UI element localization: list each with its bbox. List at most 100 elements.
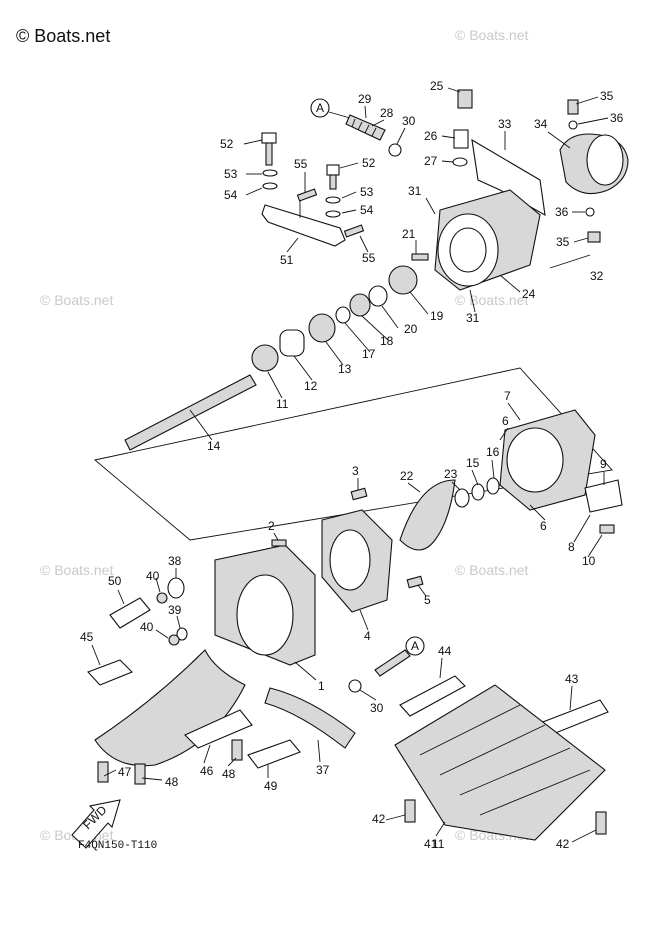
cover bbox=[584, 479, 623, 513]
liner-bore bbox=[329, 529, 371, 591]
clip bbox=[348, 679, 362, 693]
callout: 23 bbox=[444, 467, 458, 481]
callout: 46 bbox=[200, 764, 214, 778]
callout: 43 bbox=[565, 672, 579, 686]
callout: 6 bbox=[502, 414, 509, 428]
callout: 45 bbox=[80, 630, 94, 644]
driveshaft bbox=[124, 374, 257, 451]
clamp bbox=[452, 157, 468, 167]
callout: 5 bbox=[424, 593, 431, 607]
washer bbox=[262, 182, 278, 190]
washer bbox=[486, 477, 500, 495]
callout: 6 bbox=[540, 519, 547, 533]
nut bbox=[156, 592, 168, 604]
callout: 37 bbox=[316, 763, 330, 777]
screw bbox=[411, 253, 429, 261]
bearing bbox=[251, 344, 279, 372]
callout: 29 bbox=[358, 92, 372, 106]
washer bbox=[325, 210, 341, 218]
washer bbox=[176, 627, 188, 641]
washer bbox=[585, 207, 595, 217]
callout: 48 bbox=[165, 775, 179, 789]
callout: 54 bbox=[360, 203, 374, 217]
callout: 3 bbox=[352, 464, 359, 478]
callout: 26 bbox=[424, 129, 438, 143]
callout: 24 bbox=[522, 287, 536, 301]
bearing bbox=[349, 293, 371, 317]
watermark: © Boats.net bbox=[455, 562, 528, 578]
spacer bbox=[167, 577, 185, 599]
bolt bbox=[587, 231, 601, 243]
callout: 34 bbox=[534, 117, 548, 131]
callout: 35 bbox=[600, 89, 614, 103]
callout: 19 bbox=[430, 309, 444, 323]
ref-marker-a bbox=[310, 98, 330, 118]
bracket bbox=[87, 659, 133, 686]
seal bbox=[335, 306, 351, 324]
callout: 44 bbox=[438, 644, 452, 658]
bolt bbox=[595, 811, 607, 835]
callout: 50 bbox=[108, 574, 122, 588]
callout: 52 bbox=[220, 137, 234, 151]
plate bbox=[184, 709, 253, 749]
callout: 13 bbox=[338, 362, 352, 376]
callout: 39 bbox=[168, 603, 182, 617]
callout: 31 bbox=[466, 311, 480, 325]
washer bbox=[471, 483, 485, 501]
watermark: © Boats.net bbox=[455, 27, 528, 43]
callout: 41 bbox=[424, 837, 438, 851]
callout: 15 bbox=[466, 456, 480, 470]
callout: 1 bbox=[318, 679, 325, 693]
bolt bbox=[599, 524, 615, 534]
ref-marker-a-label: A bbox=[411, 639, 419, 653]
pin bbox=[271, 539, 287, 547]
bolt bbox=[261, 132, 277, 144]
bolt bbox=[134, 763, 146, 785]
duct-bore bbox=[236, 574, 294, 656]
bolt bbox=[326, 164, 340, 176]
callout: 14 bbox=[207, 439, 221, 453]
bolt bbox=[406, 575, 424, 589]
bolt bbox=[231, 739, 243, 761]
ref-marker-a bbox=[405, 636, 425, 656]
callout: 21 bbox=[402, 227, 416, 241]
callout: 42 bbox=[372, 812, 386, 826]
fwd-arrow-icon bbox=[71, 799, 121, 849]
callout: 38 bbox=[168, 554, 182, 568]
watermark: © Boats.net bbox=[455, 292, 528, 308]
watermark: © Boats.net bbox=[40, 562, 113, 578]
callout: 40 bbox=[146, 569, 160, 583]
plate bbox=[247, 739, 301, 769]
callout: 36 bbox=[555, 205, 569, 219]
callout: 11 bbox=[432, 837, 445, 851]
callout: 48 bbox=[222, 767, 236, 781]
intake-grate bbox=[394, 684, 606, 841]
leader-lines bbox=[91, 87, 609, 843]
callout: 42 bbox=[556, 837, 570, 851]
washer bbox=[568, 120, 578, 130]
callout: 55 bbox=[294, 157, 308, 171]
callout: 22 bbox=[400, 469, 414, 483]
callout: 4 bbox=[364, 629, 371, 643]
callout: 2 bbox=[268, 519, 275, 533]
callout: 51 bbox=[280, 253, 294, 267]
bracket bbox=[399, 675, 466, 717]
steering-shaft bbox=[374, 649, 411, 677]
bolt bbox=[343, 224, 365, 238]
callout: 30 bbox=[402, 114, 416, 128]
bolt bbox=[97, 761, 109, 783]
callout: 32 bbox=[590, 269, 604, 283]
diagram-code: F4QN150-T110 bbox=[78, 840, 157, 852]
callout: 10 bbox=[582, 554, 596, 568]
callout: 53 bbox=[360, 185, 374, 199]
callout: 52 bbox=[362, 156, 376, 170]
bolt-shank bbox=[329, 174, 337, 190]
bolt bbox=[404, 799, 416, 823]
bolt bbox=[350, 487, 368, 501]
callout: 16 bbox=[486, 445, 500, 459]
bracket bbox=[261, 204, 346, 247]
bolt-shank bbox=[265, 142, 273, 166]
callout: 47 bbox=[118, 765, 132, 779]
callout: 9 bbox=[600, 457, 607, 471]
